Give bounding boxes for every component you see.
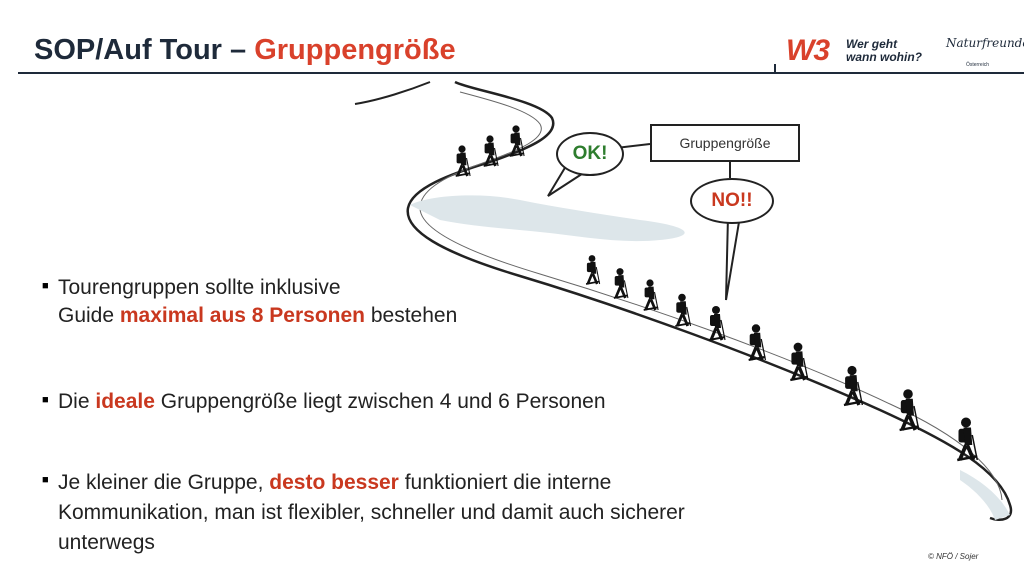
hiker-icon xyxy=(509,125,525,157)
ok-bubble: OK! xyxy=(556,132,624,176)
snow-shadow-right xyxy=(960,470,1010,520)
hiker-icon xyxy=(675,293,692,327)
hiker-icon xyxy=(455,145,471,177)
page-title: SOP/Auf Tour – Gruppengröße xyxy=(34,34,456,66)
bullet-marker-icon: ■ xyxy=(42,394,49,406)
snow-shadow xyxy=(410,195,685,242)
naturfreunde-logo-sub: Österreich xyxy=(966,62,990,68)
large-hiker-group xyxy=(585,255,978,462)
no-bubble: NO!! xyxy=(690,178,774,224)
hiker-icon xyxy=(899,389,920,432)
image-credit: © NFÖ / Sojer xyxy=(928,552,979,561)
no-label: NO!! xyxy=(711,190,753,211)
hiker-icon xyxy=(748,324,767,362)
ridge-curve xyxy=(406,80,1013,522)
bullet-marker-icon: ■ xyxy=(42,280,49,292)
w3-logo: W3 xyxy=(786,34,830,67)
naturfreunde-logo: Naturfreunde xyxy=(946,36,1024,50)
ok-label: OK! xyxy=(572,143,608,164)
small-hiker-group xyxy=(455,125,525,177)
group-size-box: Gruppengröße xyxy=(650,124,800,162)
bullet-1: ■ Tourengruppen sollte inklusive Guide m… xyxy=(42,276,458,327)
ridge-inner xyxy=(419,91,1003,501)
title-rule xyxy=(18,72,1024,74)
hiker-icon xyxy=(613,268,629,299)
hiker-icon xyxy=(957,417,978,462)
hiker-icon xyxy=(483,135,499,167)
ridge-outer xyxy=(354,81,431,105)
bullet-2: ■ Die ideale Gruppengröße liegt zwischen… xyxy=(42,390,606,413)
hiker-icon xyxy=(790,342,809,382)
no-bubble-tail xyxy=(725,215,741,301)
title-accent: Gruppengröße xyxy=(254,34,456,66)
bullet-3: ■ Je kleiner die Gruppe, desto besser fu… xyxy=(42,471,685,554)
hiker-icon xyxy=(585,255,601,285)
bullet-marker-icon: ■ xyxy=(42,474,49,486)
rule-tick xyxy=(774,64,776,74)
hiker-icon xyxy=(843,365,864,407)
hiker-icon xyxy=(643,279,659,311)
hiker-icon xyxy=(708,306,726,341)
